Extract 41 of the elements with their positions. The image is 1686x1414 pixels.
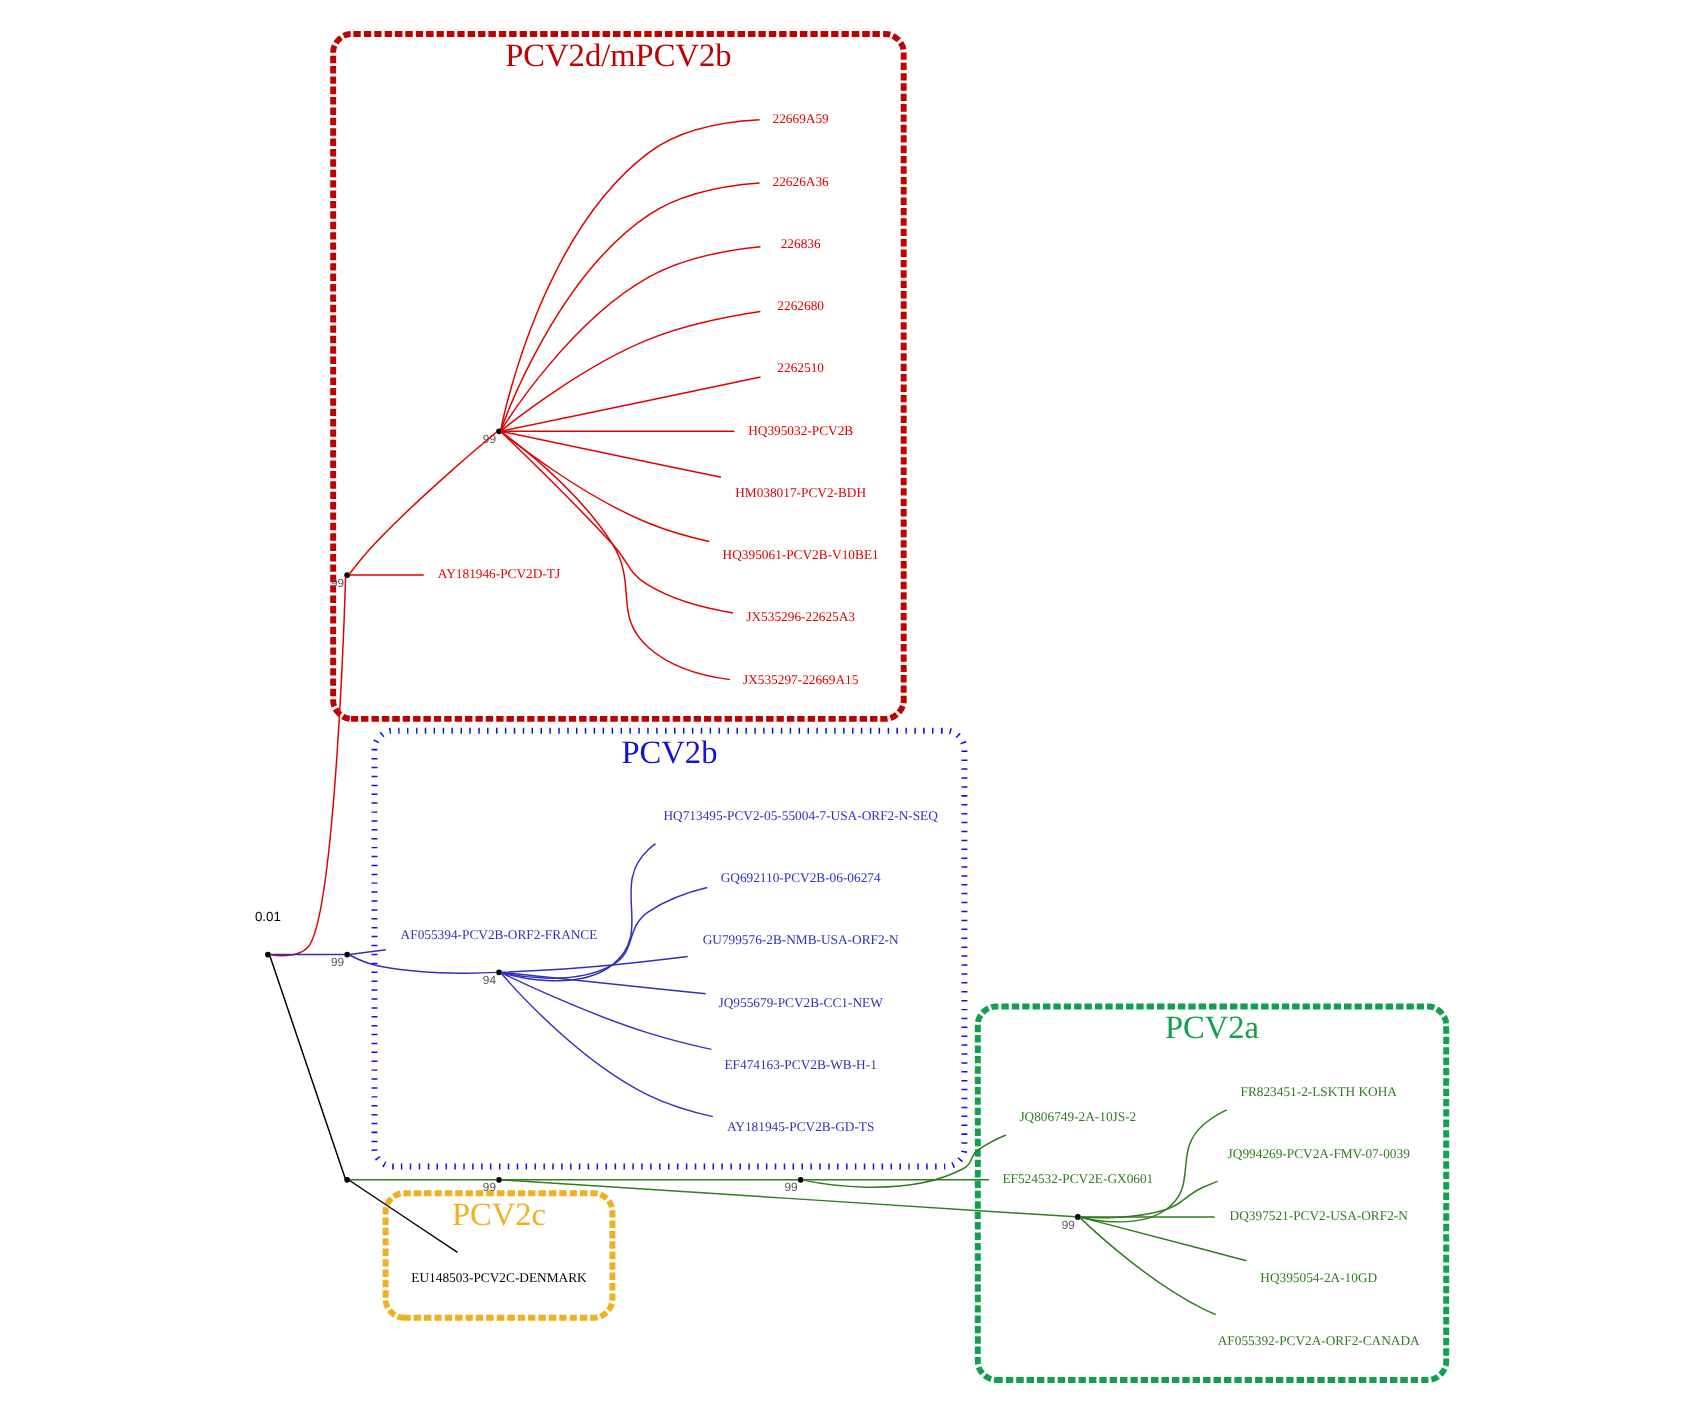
connector (500, 118, 761, 430)
node-point (265, 951, 271, 958)
connector (269, 575, 347, 957)
connector (348, 1179, 459, 1254)
node-point (344, 572, 351, 578)
node-point (496, 1177, 502, 1183)
connector (802, 1179, 990, 1181)
connector (500, 430, 736, 433)
connector (1079, 1109, 1228, 1223)
connector (500, 431, 731, 681)
connector (500, 842, 657, 982)
node-point (797, 1177, 804, 1183)
connector (1079, 1216, 1216, 1218)
connector (500, 886, 708, 979)
connector (1079, 1216, 1248, 1262)
connector (802, 1134, 1007, 1188)
connector (1079, 1180, 1219, 1219)
node-point (1075, 1214, 1081, 1220)
connector (500, 431, 734, 614)
connector (500, 245, 762, 431)
connector (500, 972, 714, 1118)
connector (500, 376, 762, 432)
node-point (496, 428, 502, 435)
node-point (496, 969, 502, 976)
connector (500, 431, 711, 543)
connector (348, 431, 498, 575)
connector (349, 954, 498, 974)
connector (500, 1179, 1077, 1218)
connector (500, 430, 722, 478)
connector (348, 574, 425, 576)
connector (500, 310, 762, 432)
connector (500, 972, 713, 1051)
connector (269, 953, 346, 956)
node-point (344, 1177, 351, 1183)
node-point (344, 951, 351, 958)
connector (500, 955, 689, 974)
connector (348, 1179, 498, 1181)
connector (269, 955, 346, 1180)
connector (1079, 1216, 1217, 1316)
connector (500, 182, 761, 431)
connector (348, 949, 387, 956)
